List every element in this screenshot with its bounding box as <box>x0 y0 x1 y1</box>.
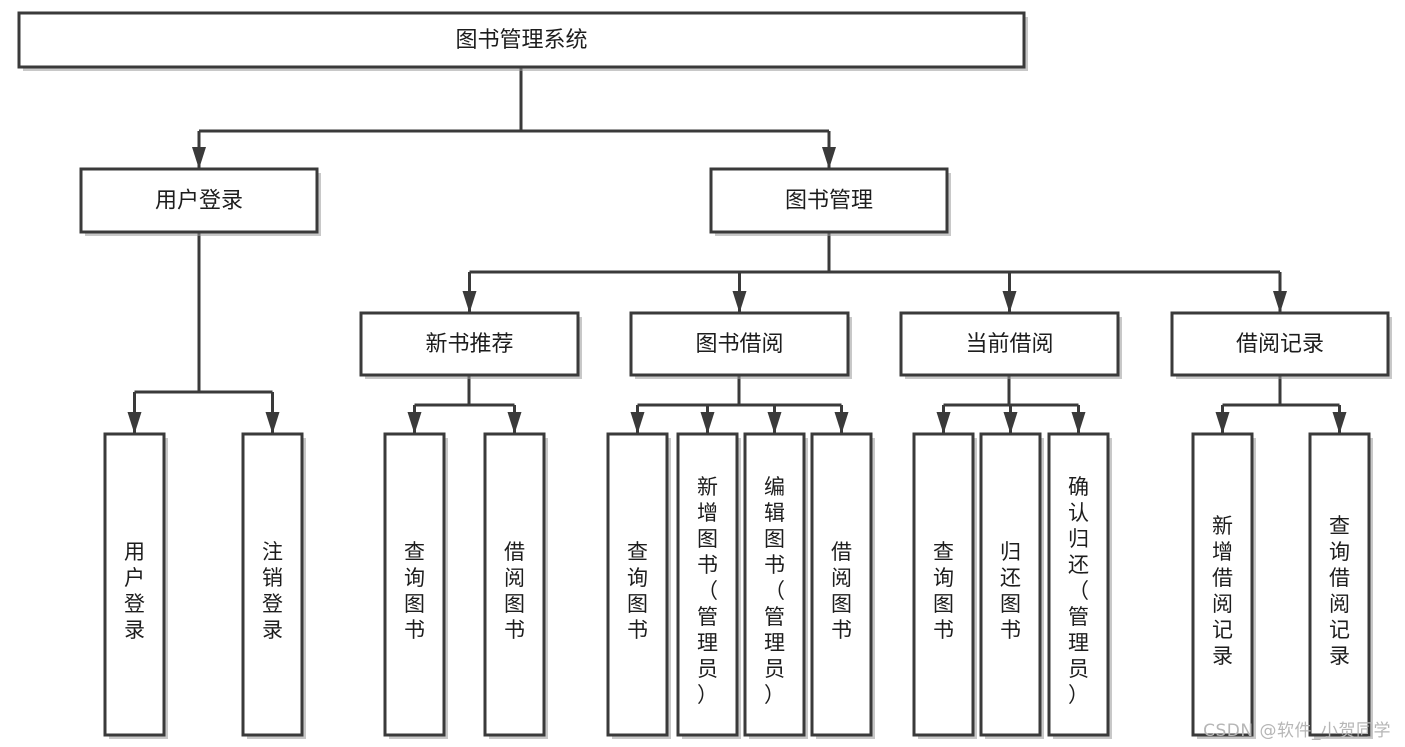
node-label: 查询图书 <box>627 540 648 642</box>
arrow-head-icon <box>767 412 782 434</box>
node-label: 注销登录 <box>262 540 283 642</box>
node-leaf[interactable]: 借阅图书 <box>483 432 548 739</box>
node-level2[interactable]: 图书管理 <box>709 167 951 236</box>
node-box[interactable] <box>912 432 975 737</box>
arrow-head-icon <box>822 147 836 169</box>
node-level2[interactable]: 用户登录 <box>79 167 321 236</box>
arrow-head-icon <box>507 412 522 434</box>
node-leaf[interactable]: 查询图书 <box>383 432 448 739</box>
node-label: 确认归还（管理员） <box>1068 475 1089 707</box>
node-leaf[interactable]: 归还图书 <box>979 432 1044 739</box>
node-label: 编辑图书（管理员） <box>764 475 785 707</box>
arrow-head-icon <box>732 291 747 313</box>
node-box[interactable] <box>383 432 446 737</box>
node-box[interactable] <box>359 311 580 377</box>
connector-layer <box>127 67 1347 434</box>
node-label: 用户登录 <box>124 540 145 642</box>
node-level3[interactable]: 图书借阅 <box>629 311 852 379</box>
arrow-head-icon <box>1002 291 1017 313</box>
node-box[interactable] <box>629 311 850 377</box>
node-label: 新增借阅记录 <box>1212 514 1233 668</box>
node-leaf[interactable]: 确认归还（管理员） <box>1047 432 1112 739</box>
arrow-head-icon <box>700 412 715 434</box>
arrow-head-icon <box>1003 412 1018 434</box>
node-label: 查询借阅记录 <box>1329 514 1350 668</box>
arrow-head-icon <box>1215 412 1230 434</box>
arrow-head-icon <box>1071 412 1086 434</box>
node-box[interactable] <box>103 432 166 737</box>
node-leaf[interactable]: 注销登录 <box>241 432 306 739</box>
node-box[interactable] <box>899 311 1120 377</box>
node-label: 查询图书 <box>933 540 954 642</box>
node-label: 查询图书 <box>404 540 425 642</box>
arrow-head-icon <box>1332 412 1347 434</box>
arrow-head-icon <box>1273 291 1287 313</box>
node-box[interactable] <box>606 432 669 737</box>
arrow-head-icon <box>192 147 206 169</box>
node-box[interactable] <box>810 432 873 737</box>
node-label: 借阅图书 <box>831 540 852 642</box>
node-box[interactable] <box>17 11 1026 69</box>
node-box[interactable] <box>743 432 806 737</box>
arrow-head-icon <box>407 412 422 434</box>
node-leaf[interactable]: 新增借阅记录 <box>1191 432 1256 739</box>
node-box[interactable] <box>1308 432 1371 737</box>
node-box[interactable] <box>1191 432 1254 737</box>
arrow-head-icon <box>630 412 645 434</box>
node-box[interactable] <box>483 432 546 737</box>
node-box[interactable] <box>79 167 319 234</box>
node-label: 新增图书（管理员） <box>697 475 718 707</box>
node-root[interactable]: 图书管理系统 <box>17 11 1028 71</box>
arrow-head-icon <box>936 412 951 434</box>
node-level3[interactable]: 当前借阅 <box>899 311 1122 379</box>
arrow-head-icon <box>265 412 280 434</box>
node-level3[interactable]: 借阅记录 <box>1170 311 1392 379</box>
node-leaf[interactable]: 查询借阅记录 <box>1308 432 1373 739</box>
node-label: 归还图书 <box>1000 540 1021 642</box>
node-label: 当前借阅 <box>965 332 1053 357</box>
arrow-head-icon <box>834 412 849 434</box>
node-level3[interactable]: 新书推荐 <box>359 311 582 379</box>
node-box[interactable] <box>241 432 304 737</box>
node-box[interactable] <box>709 167 949 234</box>
node-leaf[interactable]: 用户登录 <box>103 432 168 739</box>
node-label: 借阅图书 <box>504 540 525 642</box>
node-leaf[interactable]: 查询图书 <box>912 432 977 739</box>
node-label: 新书推荐 <box>425 332 513 357</box>
node-label: 借阅记录 <box>1236 332 1324 357</box>
arrow-head-icon <box>462 291 477 313</box>
node-label: 图书管理系统 <box>455 28 587 53</box>
node-leaf[interactable]: 查询图书 <box>606 432 671 739</box>
node-leaf[interactable]: 借阅图书 <box>810 432 875 739</box>
node-leaf[interactable]: 编辑图书（管理员） <box>743 432 808 739</box>
node-leaf[interactable]: 新增图书（管理员） <box>676 432 741 739</box>
node-label: 图书借阅 <box>695 332 783 357</box>
arrow-head-icon <box>127 412 142 434</box>
node-box[interactable] <box>979 432 1042 737</box>
node-box[interactable] <box>1047 432 1110 737</box>
node-box[interactable] <box>1170 311 1390 377</box>
node-label: 图书管理 <box>785 189 873 214</box>
node-layer: 图书管理系统用户登录图书管理新书推荐图书借阅当前借阅借阅记录用户登录注销登录查询… <box>17 11 1392 739</box>
node-label: 用户登录 <box>155 189 243 214</box>
node-box[interactable] <box>676 432 739 737</box>
